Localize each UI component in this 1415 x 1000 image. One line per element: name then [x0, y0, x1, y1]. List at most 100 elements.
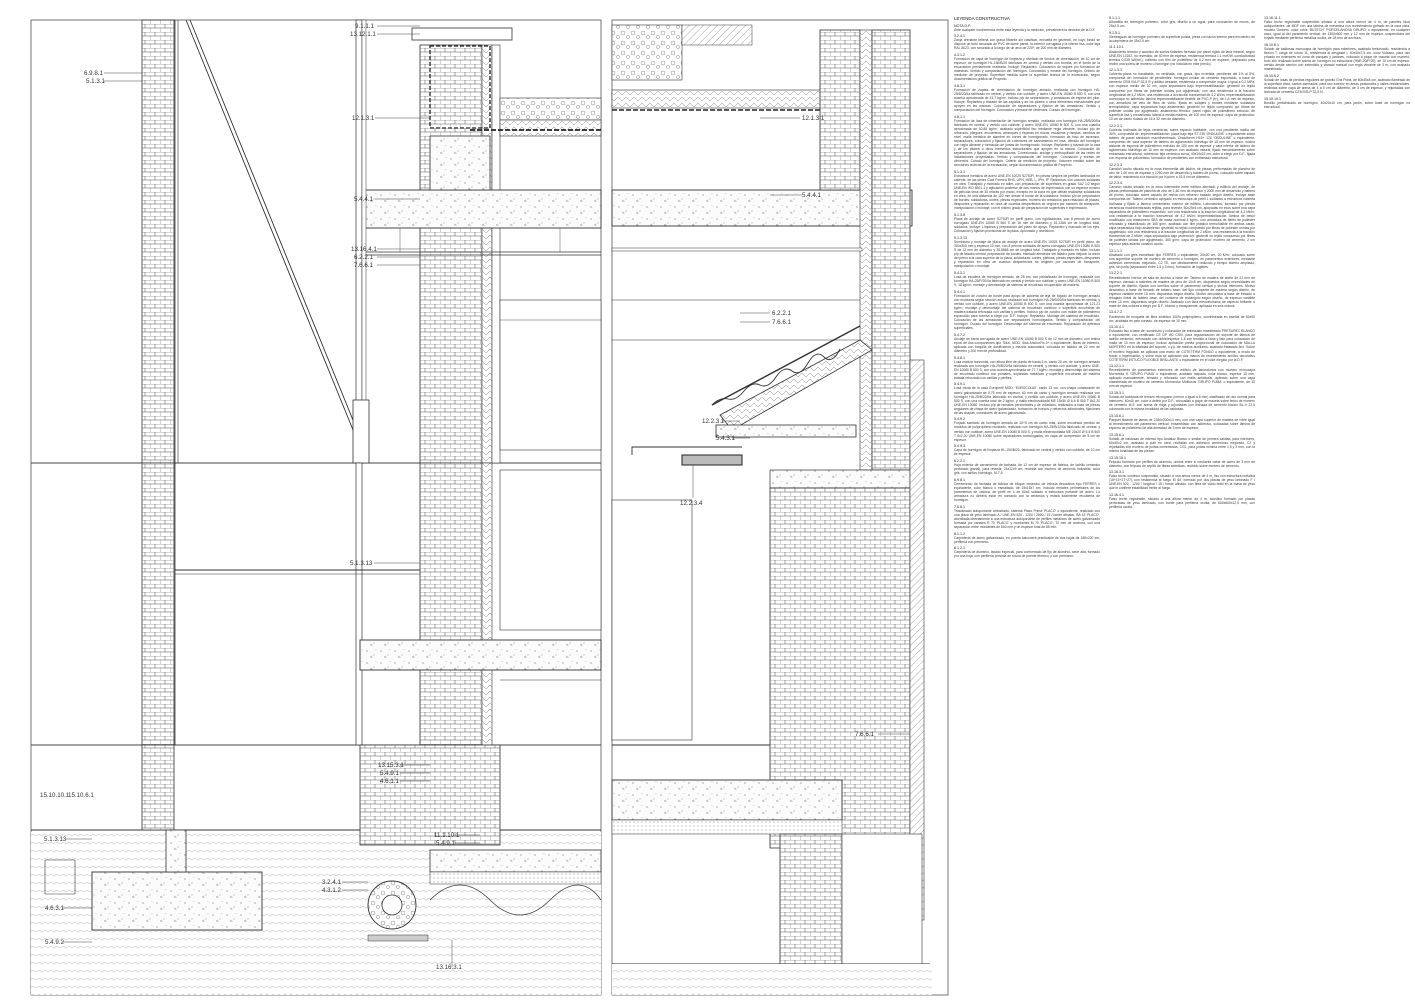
- callout-r-7-6-6-1: 7.6.6.1: [772, 319, 791, 326]
- legend-entry-code: 5.4.9.1: [954, 382, 965, 387]
- legend-entry-text: Cerramiento de fachada de fábrica de blo…: [954, 481, 1100, 503]
- legend-entry-code: 5.4.3.1: [954, 270, 965, 275]
- callout-13-16-3-1: 13.16.3.1: [436, 964, 462, 971]
- legend-entry-code: 8.1.1.2: [954, 531, 965, 536]
- legend-entry-code: 13.16.11.1: [1264, 16, 1281, 20]
- legend-entry-code: 5.4.9.2: [954, 417, 965, 422]
- callout-r-5-4-4-1: 5.4.4.1: [802, 192, 821, 199]
- legend-entry-text: Formación de capa de hormigón de limpiez…: [954, 57, 1100, 82]
- legend-entry-code: 15.10.10.1: [1264, 96, 1281, 101]
- legend-entry-code: 12.2.3.3: [1109, 162, 1122, 167]
- legend-entry-text: Suministro y montaje de placa de anclaje…: [954, 239, 1100, 269]
- legend-entry-text: Falso techo registrable suspendido situa…: [1264, 20, 1410, 41]
- legend-entry-code: 4.6.1.1: [954, 114, 965, 119]
- legend-entry-text: Cubierta plana no transitable, no ventil…: [1109, 72, 1255, 121]
- legend-entry-text: Bordillo prefabricado de hormigón, 40x20…: [1264, 100, 1410, 109]
- legend-entry-code: 13.10.4.1: [1109, 325, 1124, 330]
- callout-4-6-3-1: 4.6.3.1: [45, 905, 64, 912]
- callout-r-7-6-6-1-b: 7.6.6.1: [855, 731, 874, 738]
- callout-15-10-10-1: 15.10.10.1: [40, 792, 70, 799]
- legend-entry-text: Hoja exterior de cerramiento de fachada,…: [954, 463, 1100, 476]
- legend-entry-code: 13.15.6.1: [1109, 432, 1124, 437]
- right-upper-detail: [611, 24, 913, 489]
- legend-entry-text: Alicatado con gres esmaltado tipo FERRES…: [1109, 252, 1255, 269]
- legend-entry-text: Carpintería de acero galvanizado, en pue…: [954, 535, 1100, 544]
- legend-entry-code: 5.1.3.13: [954, 235, 967, 240]
- legend-entry-text: Albardilla de hormigón polímero, color g…: [1109, 20, 1255, 29]
- legend-entry-code: 13.15.6.1: [1109, 413, 1124, 418]
- legend-entry-text: Forjado sanitario de hormigón armado de …: [954, 421, 1100, 442]
- legend-entry-code: 15.10.6.1: [1264, 42, 1279, 47]
- legend-entry-text: Vierteaguas de hormigón polímero de supe…: [1109, 34, 1255, 43]
- callout-r-6-2-2-1: 6.2.2.1: [772, 310, 791, 317]
- left-upper-detail: [141, 19, 602, 464]
- callout-4-6-1-1: 4.6.1.1: [380, 778, 399, 785]
- legend-entry-code: 13.12.1.1: [1109, 364, 1124, 369]
- legend-entry-text: Solado de baldosas monocapa de hormigón …: [1264, 46, 1410, 72]
- legend-entry-code: 8.1.2.1: [954, 546, 965, 551]
- callout-5-1-3-13-mid: 5.1.3.13: [350, 560, 373, 567]
- callout-5-4-9-2: 5.4.9.2: [45, 939, 64, 946]
- legend-entry-text: Solado de losas de piedras regulares de …: [1264, 77, 1410, 94]
- legend-entry-text: Felpudo formado por perfiles de aluminio…: [1109, 459, 1255, 468]
- callout-6-2-2-1: 6.2.2.1: [354, 254, 373, 261]
- legend-entry-text: Revestimiento interior de sala de archiv…: [1109, 275, 1255, 308]
- legend-entry-text: Canalón oculto situado en la zona interm…: [1109, 185, 1255, 246]
- legend-title: LEYENDA CONSTRUCTIVA: [954, 16, 1010, 21]
- callout-r-12-2-3-4: 12.2.3.4: [680, 500, 703, 507]
- legend-entry-text: Ante cualquier incoherencia entre esta l…: [954, 27, 1096, 32]
- legend-entry-text: Formación de zuncho de borde para apoyo …: [954, 293, 1100, 331]
- legend-entry-code: 13.15.15.1: [1109, 455, 1126, 460]
- right-sheet-callouts: 12.1.3.1 5.4.4.1 6.2.2.1 7.6.6.1 12.2.3.…: [680, 115, 910, 738]
- legend-entry-code: 9.1.5.1: [1109, 30, 1120, 35]
- legend-entry-code: 5.4.8.1: [954, 355, 965, 360]
- legend-entry-text: Losa mixta de la casa Europerfil MOD. 'E…: [954, 386, 1100, 415]
- legend-entry-text: Parquet flotante de lamas de 2180x200x14…: [1109, 417, 1255, 431]
- callout-13-15-3-1: 13.15.3.1: [378, 762, 404, 769]
- legend-entry-code: 5.4.9.3: [954, 444, 965, 449]
- legend-entry-text: Formación de zapata de cimentación de ho…: [954, 87, 1100, 113]
- callout-9-1-1-1: 9.1.1.1: [355, 23, 374, 30]
- legend-entry-code: 6.9.8.1: [954, 477, 965, 482]
- callout-4-3-1-2: 4.3.1.2: [322, 887, 341, 894]
- legend-entry-code: 12.2.3.4: [1109, 181, 1122, 186]
- callout-15-10-6-1: 15.10.6.1: [68, 792, 94, 799]
- legend-entry-text: Losa de escalera de hormigón armado, de …: [954, 274, 1100, 288]
- callout-5-4-9-1-b: 5.4.9.1: [436, 840, 455, 847]
- legend-entry-text: Capa de hormigón de limpieza HL-150/B/20…: [954, 448, 1100, 457]
- legend-entry-code: 13.15.3.1: [1109, 391, 1124, 396]
- callout-5-1-3-13-low: 5.1.3.13: [44, 836, 67, 843]
- legend-entry-code: 5.4.4.1: [954, 289, 965, 294]
- legend-entry-text: Aislamiento térmico y acústico de suelos…: [1109, 49, 1255, 66]
